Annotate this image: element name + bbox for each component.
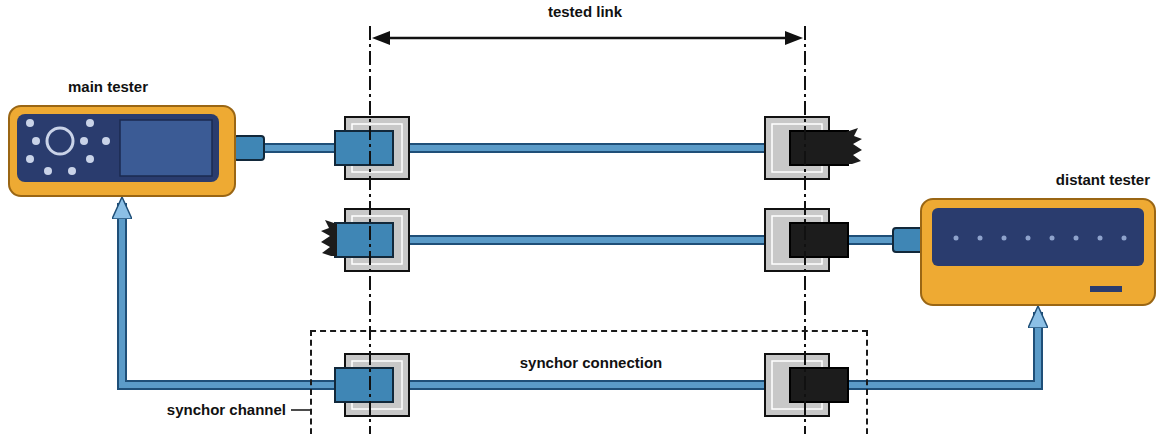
tester-body bbox=[921, 199, 1155, 305]
tester-badge bbox=[1090, 286, 1122, 292]
tester-device bbox=[920, 198, 1156, 306]
key-button bbox=[26, 119, 34, 127]
panel-dot bbox=[1002, 236, 1007, 241]
sync-channel-region: synchor connection bbox=[310, 330, 868, 434]
plug bbox=[790, 131, 848, 165]
plug bbox=[335, 368, 393, 402]
panel-dot bbox=[1122, 236, 1127, 241]
key-button bbox=[86, 119, 94, 127]
reference-line bbox=[804, 26, 806, 434]
plug bbox=[335, 223, 393, 257]
key-button bbox=[68, 167, 76, 175]
dimension-line bbox=[386, 37, 789, 40]
key-button bbox=[80, 137, 88, 145]
tester-panel bbox=[17, 114, 219, 182]
panel-dot bbox=[978, 236, 983, 241]
node-label: synchor connection bbox=[520, 354, 663, 372]
panel-dot bbox=[1026, 236, 1031, 241]
callout-label: synchor channel bbox=[167, 401, 286, 419]
node-label: distant tester bbox=[1056, 171, 1150, 189]
tester-screen bbox=[120, 120, 212, 176]
panel-dot bbox=[1098, 236, 1103, 241]
open-end bbox=[321, 220, 337, 256]
dimension-label: tested link bbox=[548, 3, 622, 21]
plug bbox=[335, 131, 393, 165]
nav-ring bbox=[47, 128, 73, 154]
sync-cable bbox=[122, 203, 1038, 385]
panel-dot bbox=[1074, 236, 1079, 241]
distant-tester: distant tester bbox=[920, 198, 1156, 306]
tester-device bbox=[8, 105, 236, 197]
key-button bbox=[102, 137, 110, 145]
dimension-arrow bbox=[785, 31, 803, 45]
main-tester: main tester bbox=[8, 105, 236, 197]
node-label: main tester bbox=[68, 78, 148, 96]
key-button bbox=[44, 167, 52, 175]
open-end bbox=[846, 128, 862, 164]
dimension-arrow bbox=[372, 31, 390, 45]
key-button bbox=[26, 155, 34, 163]
key-button bbox=[32, 137, 40, 145]
leader-line bbox=[291, 409, 310, 411]
plug bbox=[790, 223, 848, 257]
reference-line bbox=[369, 26, 371, 434]
panel-dot bbox=[1050, 236, 1055, 241]
key-button bbox=[86, 155, 94, 163]
plug bbox=[790, 368, 848, 402]
tester-plug bbox=[893, 228, 923, 252]
tester-panel bbox=[932, 208, 1144, 266]
cable-outline bbox=[122, 203, 1038, 385]
panel-dot bbox=[954, 236, 959, 241]
tester-plug bbox=[234, 136, 264, 160]
tester-body bbox=[9, 106, 235, 196]
